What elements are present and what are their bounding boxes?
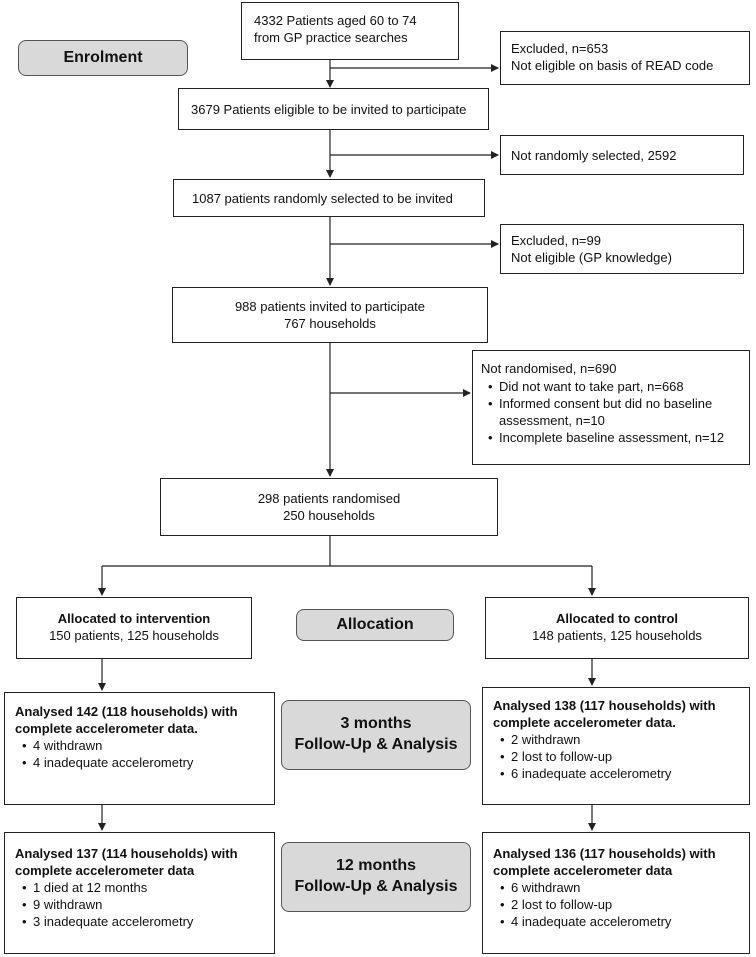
box-not-randomised: Not randomised, n=690 Did not want to ta… [472,350,750,465]
box-eligible: 3679 Patients eligible to be invited to … [178,88,489,130]
box-allocated-intervention: Allocated to intervention 150 patients, … [16,597,252,659]
initial-patients-line2: from GP practice searches [254,30,408,45]
initial-patients-line1: 4332 Patients aged 60 to 74 [254,13,417,28]
list-item: Did not want to take part, n=668 [481,378,743,395]
box-randomly-selected: 1087 patients randomly selected to be in… [173,179,485,217]
box-excluded-read-code: Excluded, n=653 Not eligible on basis of… [500,31,750,85]
list-item: 2 withdrawn [493,731,743,748]
list-item: 6 inadequate accelerometry [493,765,743,782]
box-not-randomly-selected: Not randomly selected, 2592 [500,135,744,175]
list-item: 2 lost to follow-up [493,896,743,913]
stage-3-months: 3 months Follow-Up & Analysis [281,700,471,770]
box-randomised: 298 patients randomised 250 households [160,478,498,536]
control-3m-title: Analysed 138 (117 households) with compl… [493,698,716,730]
box-allocated-control: Allocated to control 148 patients, 125 h… [485,597,749,659]
box-excluded-gp: Excluded, n=99 Not eligible (GP knowledg… [500,224,744,274]
box-intervention-3-months: Analysed 142 (118 households) with compl… [4,692,275,805]
invited-line1: 988 patients invited to participate [234,299,426,314]
list-item: 6 withdrawn [493,879,743,896]
excluded-gp-title: Excluded, n=99 [511,233,601,248]
control-12m-title: Analysed 136 (117 households) with compl… [493,846,716,878]
list-item: 9 withdrawn [15,896,268,913]
stage-enrolment: Enrolment [18,40,188,76]
intervention-12m-list: 1 died at 12 months 9 withdrawn 3 inadeq… [15,879,268,930]
intervention-12m-title: Analysed 137 (114 households) with compl… [15,846,238,878]
box-invited: 988 patients invited to participate 767 … [172,287,488,343]
excluded-gp-reason: Not eligible (GP knowledge) [511,250,672,265]
list-item: Incomplete baseline assessment, n=12 [481,429,743,446]
box-control-12-months: Analysed 136 (117 households) with compl… [482,832,750,954]
intervention-3m-title: Analysed 142 (118 households) with compl… [15,704,238,736]
control-12m-list: 6 withdrawn 2 lost to follow-up 4 inadeq… [493,879,743,930]
control-3m-list: 2 withdrawn 2 lost to follow-up 6 inadeq… [493,731,743,782]
not-randomised-title: Not randomised, n=690 [481,361,617,376]
stage-12-months-line1: 12 months [335,857,416,874]
invited-line2: 767 households [284,316,376,331]
stage-12-months-line2: Follow-Up & Analysis [294,878,458,895]
list-item: 4 inadequate accelerometry [493,913,743,930]
not-randomised-list: Did not want to take part, n=668 Informe… [481,378,743,446]
list-item: 2 lost to follow-up [493,748,743,765]
randomised-line1: 298 patients randomised [257,491,401,506]
list-item: Informed consent but did no baseline ass… [481,395,743,429]
list-item: 4 inadequate accelerometry [15,754,268,771]
list-item: 3 inadequate accelerometry [15,913,268,930]
stage-3-months-line2: Follow-Up & Analysis [294,736,458,753]
excluded-read-title: Excluded, n=653 [511,41,609,56]
stage-allocation: Allocation [296,609,454,641]
randomised-line2: 250 households [283,508,375,523]
box-initial-patients: 4332 Patients aged 60 to 74 from GP prac… [241,2,459,60]
control-allocated-detail: 148 patients, 125 households [532,628,702,643]
control-allocated-title: Allocated to control [555,611,679,626]
list-item: 1 died at 12 months [15,879,268,896]
stage-3-months-line1: 3 months [340,715,412,732]
box-control-3-months: Analysed 138 (117 households) with compl… [482,687,750,805]
list-item: 4 withdrawn [15,737,268,754]
intervention-allocated-title: Allocated to intervention [57,611,211,626]
excluded-read-reason: Not eligible on basis of READ code [511,58,714,73]
intervention-allocated-detail: 150 patients, 125 households [49,628,219,643]
intervention-3m-list: 4 withdrawn 4 inadequate accelerometry [15,737,268,771]
stage-12-months: 12 months Follow-Up & Analysis [281,842,471,912]
box-intervention-12-months: Analysed 137 (114 households) with compl… [4,832,275,954]
